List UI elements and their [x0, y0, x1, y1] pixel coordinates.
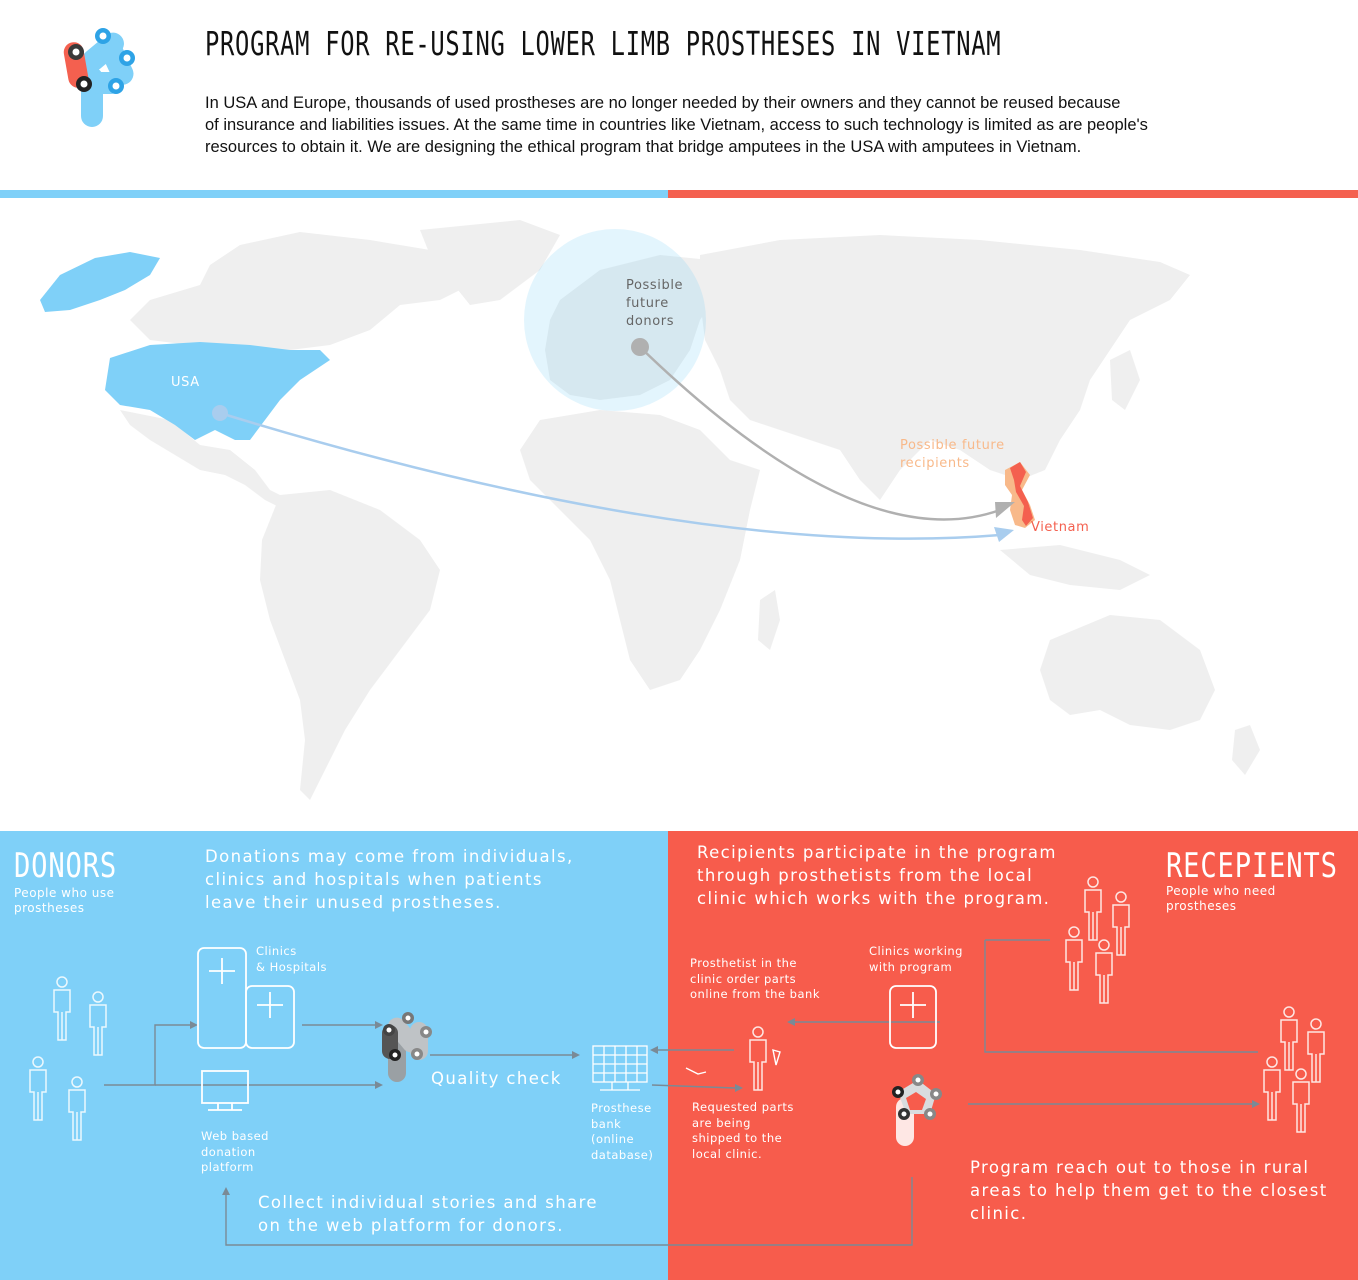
usa-to-vietnam-arrow [219, 411, 1001, 540]
outreach-text: Program reach out to those in rural area… [970, 1156, 1328, 1225]
usa-label: USA [171, 375, 200, 390]
recipients-desc-line: through prosthetists from the local [697, 866, 1034, 885]
program-outreach-logo [892, 1074, 942, 1146]
recipients-panel [668, 831, 1358, 1280]
recipients-label-line: recipients [900, 456, 970, 471]
shipped-line: shipped to the [692, 1131, 783, 1145]
program-logo [63, 28, 135, 127]
prosthetist-line: Prosthetist in the [690, 956, 797, 970]
usa-dot [212, 405, 228, 421]
clinics-line: & Hospitals [256, 959, 328, 974]
europe-label-line: donors [626, 314, 675, 329]
prosthetist-line: clinic order parts [690, 971, 797, 986]
donors-desc-line: leave their unused prostheses. [205, 893, 502, 912]
bank-line: database) [591, 1147, 654, 1162]
web-platform-label: Web based donation platform [201, 1129, 269, 1176]
shipped-line: are being [692, 1115, 751, 1130]
recipients-sub-line: People who need [1166, 884, 1276, 898]
intro-line: In USA and Europe, thousands of used pro… [205, 94, 1121, 112]
donors-desc-line: Donations may come from individuals, [205, 847, 574, 866]
bank-line: Prosthese [591, 1101, 652, 1115]
clinics-hospitals-label: Clinics & Hospitals [256, 944, 327, 975]
arrowhead [995, 502, 1015, 518]
recipients-map-label: Possible future recipients [900, 437, 1005, 473]
web-line: platform [201, 1160, 254, 1174]
outreach-line: Program reach out to those in rural [970, 1158, 1310, 1177]
recipients-desc-line: clinic which works with the program. [697, 889, 1051, 908]
arrowhead [994, 527, 1014, 542]
europe-label-line: Possible [626, 278, 684, 293]
donors-sub-line: People who use [14, 886, 115, 900]
donors-sub-line: prostheses [14, 901, 85, 915]
shipped-line: local clinic. [692, 1146, 763, 1161]
outreach-line: areas to help them get to the closest [970, 1181, 1328, 1200]
europe-dot [631, 338, 649, 356]
vietnam-region [1010, 462, 1033, 526]
europe-to-vietnam-arrow [639, 346, 1001, 521]
vietnam-label: Vietnam [1031, 520, 1090, 535]
donors-subheading: People who use prostheses [14, 886, 115, 916]
bank-line: (online [591, 1132, 635, 1146]
intro-line: resources to obtain it. We are designing… [205, 138, 1082, 156]
alaska-region [40, 252, 160, 312]
recipients-description: Recipients participate in the program th… [697, 841, 1057, 910]
page-title: PROGRAM FOR RE-USING LOWER LIMB PROSTHES… [205, 24, 1002, 63]
computer-icon [201, 1070, 249, 1111]
recipients-sub-line: prostheses [1166, 899, 1237, 913]
database-icon [592, 1045, 648, 1091]
stories-text: Collect individual stories and share on … [258, 1191, 598, 1237]
divider-blue [0, 190, 668, 198]
europe-label: Possible future donors [626, 277, 683, 331]
clinics-with-program-label: Clinics working with program [869, 944, 963, 975]
recipients-desc-line: Recipients participate in the program [697, 843, 1057, 862]
recipients-label-line: Possible future [900, 438, 1005, 453]
process-diagram [29, 876, 1325, 1246]
divider-red [668, 190, 1358, 198]
recipients-subheading: People who need prostheses [1166, 884, 1276, 914]
shipped-parts-label: Requested parts are being shipped to the… [692, 1100, 794, 1162]
web-line: Web based [201, 1129, 269, 1143]
europe-label-line: future [626, 296, 669, 311]
recipients-heading: RECEPIENTS [1166, 846, 1338, 886]
intro-line: of insurance and liabilities issues. At … [205, 116, 1148, 134]
prosthetist-line: online from the bank [690, 987, 820, 1001]
usa-region [105, 342, 330, 440]
donors-desc-line: clinics and hospitals when patients [205, 870, 543, 889]
clinics-line: Clinics [256, 944, 297, 958]
prosthese-bank-label: Prosthese bank (online database) [591, 1101, 653, 1163]
clinic-icon [889, 985, 937, 1049]
continents [120, 220, 1260, 800]
stories-line: on the web platform for donors. [258, 1216, 564, 1235]
quality-check-label: Quality check [431, 1069, 562, 1088]
hospital-icon [197, 947, 295, 1049]
bank-line: bank [591, 1116, 622, 1131]
shipped-line: Requested parts [692, 1100, 794, 1114]
outreach-line: clinic. [970, 1204, 1028, 1223]
prosthesis-part-icon [685, 1049, 781, 1075]
clinics-program-line: Clinics working [869, 944, 963, 958]
donors-description: Donations may come from individuals, cli… [205, 845, 574, 914]
prosthetist-label: Prosthetist in the clinic order parts on… [690, 956, 820, 1003]
clinics-program-line: with program [869, 959, 953, 974]
world-map [40, 220, 1260, 800]
intro-text: In USA and Europe, thousands of used pro… [205, 92, 1315, 158]
stories-line: Collect individual stories and share [258, 1193, 598, 1212]
quality-check-logo [382, 1012, 432, 1082]
web-line: donation [201, 1144, 256, 1159]
donors-heading: DONORS [14, 846, 118, 886]
